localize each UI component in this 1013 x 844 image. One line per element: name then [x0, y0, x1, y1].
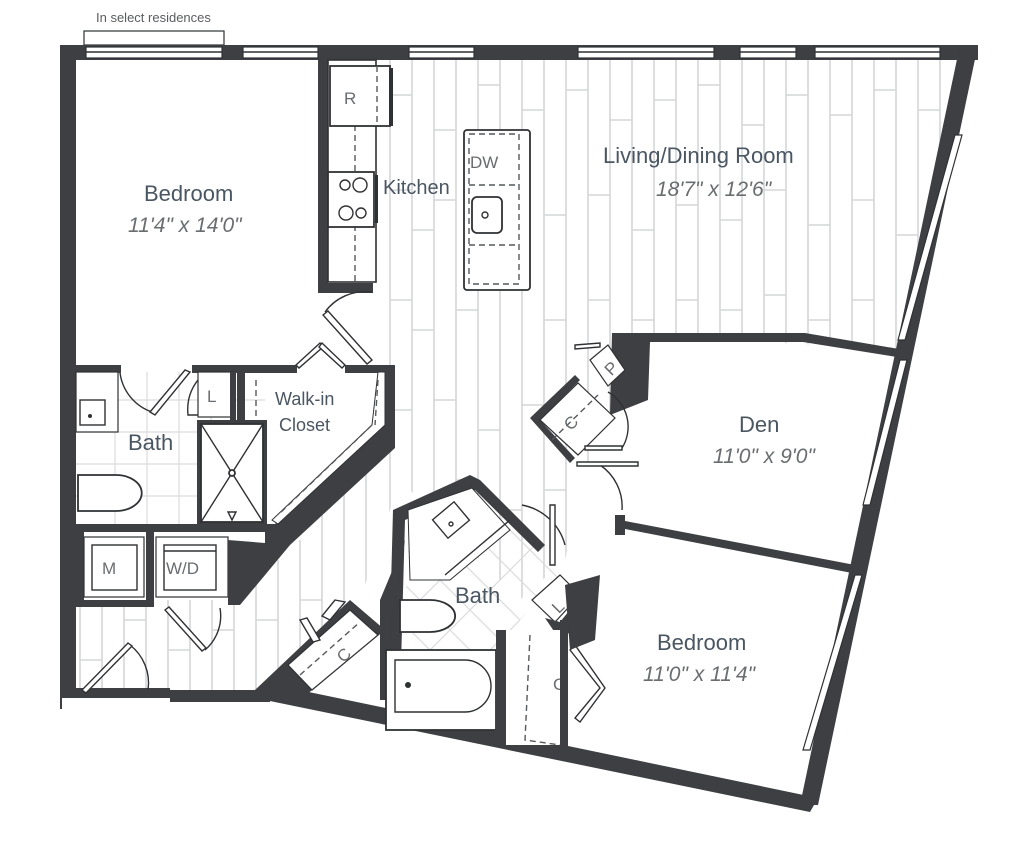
bath1: L: [75, 369, 267, 525]
bedroom1-door[interactable]: [321, 310, 374, 365]
hall-closet: C: [255, 599, 385, 700]
den-door[interactable]: [576, 461, 639, 467]
top-windows: [85, 46, 941, 59]
refrigerator: R: [329, 65, 393, 127]
range: [327, 171, 378, 228]
living-dims: 18'7" x 12'6": [656, 178, 773, 201]
mechanical-label: M: [102, 559, 116, 578]
entry-door[interactable]: [80, 642, 134, 694]
fridge-label: R: [344, 89, 356, 108]
closet-label-line1: Walk-in: [275, 389, 334, 409]
laundry-area: M W/D: [76, 532, 290, 652]
bay-window-outline: [83, 30, 225, 46]
dishwasher-label: DW: [470, 153, 498, 172]
den-dims: 11'0" x 9'0": [713, 445, 816, 468]
bedroom1-door-swing: [324, 290, 373, 313]
bedroom1-label: Bedroom: [144, 181, 233, 206]
bath2-label: Bath: [455, 583, 500, 608]
bath1-label: Bath: [128, 430, 173, 455]
bath1-bottom-wall: [72, 524, 272, 532]
bedroom2-dims: 11'0" x 11'4": [643, 663, 757, 686]
side-windows: [802, 134, 963, 751]
den-door-swing: [599, 464, 623, 511]
kitchen-island: DW: [463, 129, 531, 291]
closet-label-line2: Closet: [279, 415, 330, 435]
bedroom1-dims: 11'4" x 14'0": [128, 214, 243, 237]
walk-in-closet: [237, 341, 395, 545]
entry-door-swing: [129, 644, 150, 691]
den-walls: [610, 333, 905, 573]
washer-dryer-label: W/D: [166, 559, 199, 578]
linen1-label: L: [207, 387, 216, 406]
kitchen-label: Kitchen: [383, 177, 450, 199]
living-label: Living/Dining Room: [603, 143, 794, 168]
note-select-residences: In select residences: [96, 10, 211, 25]
bedroom2-label: Bedroom: [657, 630, 746, 655]
den-label: Den: [739, 412, 779, 437]
pantry-coat-closets: C P: [530, 342, 629, 463]
bedroom2-closet: C: [506, 575, 606, 750]
bedroom1-walls: [76, 60, 395, 373]
